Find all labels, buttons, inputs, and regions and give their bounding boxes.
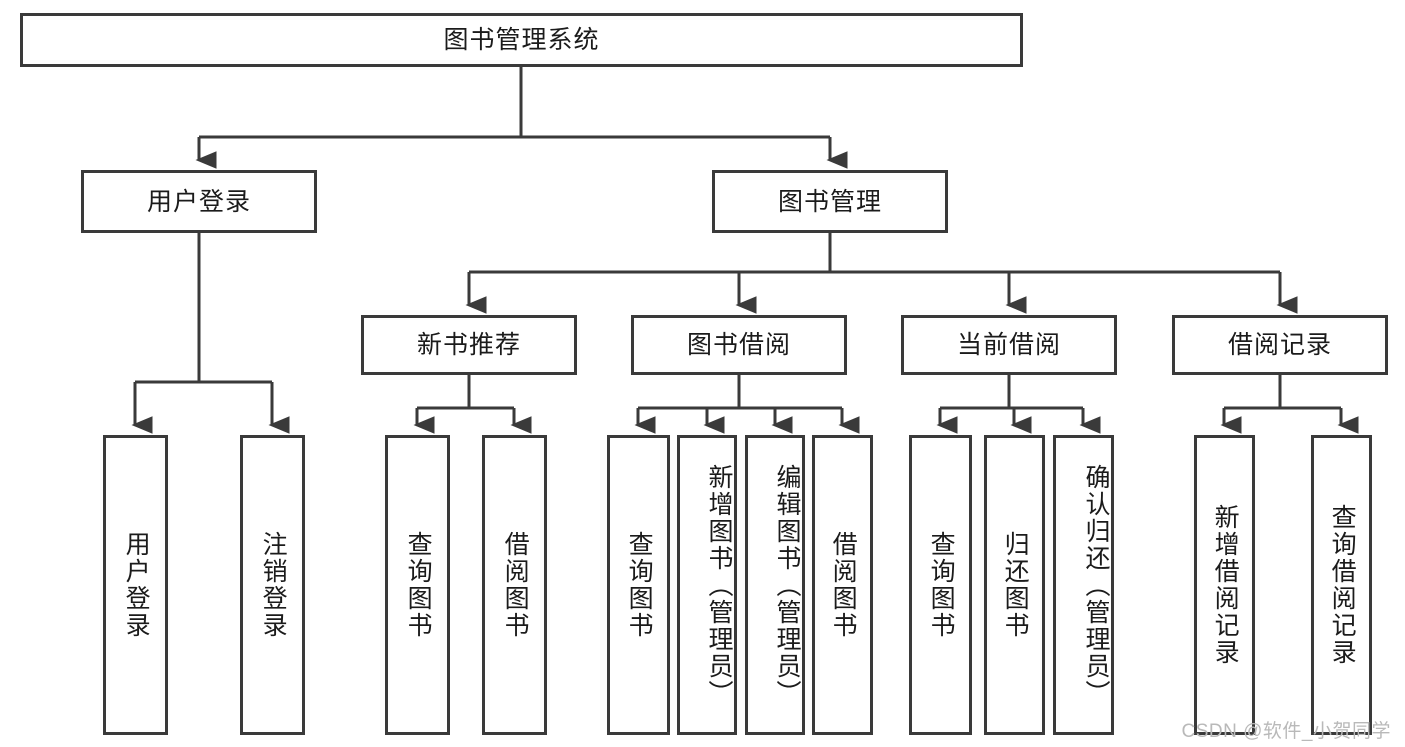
node-root-label: 图书管理系统 xyxy=(443,26,600,54)
node-current-borrow-label: 当前借阅 xyxy=(956,331,1061,359)
node-borrow-record[interactable]: 借阅记录 xyxy=(1172,315,1388,375)
leaf-edit-book-admin-label: 编辑图书（管理员） xyxy=(773,463,801,707)
leaf-user-login[interactable]: 用户登录 xyxy=(103,435,168,735)
leaf-borrow-books-1-label: 借阅图书 xyxy=(501,531,530,639)
node-book-borrow[interactable]: 图书借阅 xyxy=(631,315,847,375)
node-new-book-recommend-label: 新书推荐 xyxy=(416,331,521,359)
node-borrow-record-label: 借阅记录 xyxy=(1227,331,1332,359)
leaf-confirm-return-admin-label: 确认归还（管理员） xyxy=(1082,463,1110,707)
node-user-login-label: 用户登录 xyxy=(146,187,251,216)
leaf-borrow-books-2-label: 借阅图书 xyxy=(829,531,858,639)
node-book-management[interactable]: 图书管理 xyxy=(712,170,948,233)
leaf-query-books-3-label: 查询图书 xyxy=(927,531,956,639)
node-book-management-label: 图书管理 xyxy=(777,187,882,216)
leaf-logout-label: 注销登录 xyxy=(259,531,288,639)
leaf-query-borrow-record[interactable]: 查询借阅记录 xyxy=(1311,435,1372,735)
leaf-logout[interactable]: 注销登录 xyxy=(240,435,305,735)
node-current-borrow[interactable]: 当前借阅 xyxy=(901,315,1117,375)
leaf-add-borrow-record-label: 新增借阅记录 xyxy=(1211,504,1240,666)
leaf-query-books-2-label: 查询图书 xyxy=(625,531,654,639)
node-user-login[interactable]: 用户登录 xyxy=(81,170,317,233)
leaf-confirm-return-admin[interactable]: 确认归还（管理员） xyxy=(1053,435,1114,735)
leaf-query-books-1-label: 查询图书 xyxy=(404,531,433,639)
leaf-borrow-books-2[interactable]: 借阅图书 xyxy=(812,435,873,735)
leaf-user-login-label: 用户登录 xyxy=(122,531,151,639)
leaf-query-books-3[interactable]: 查询图书 xyxy=(909,435,972,735)
node-new-book-recommend[interactable]: 新书推荐 xyxy=(361,315,577,375)
leaf-add-borrow-record[interactable]: 新增借阅记录 xyxy=(1194,435,1255,735)
leaf-return-books[interactable]: 归还图书 xyxy=(984,435,1045,735)
leaf-query-books-1[interactable]: 查询图书 xyxy=(385,435,450,735)
leaf-edit-book-admin[interactable]: 编辑图书（管理员） xyxy=(745,435,805,735)
node-book-borrow-label: 图书借阅 xyxy=(686,331,791,359)
leaf-borrow-books-1[interactable]: 借阅图书 xyxy=(482,435,547,735)
node-root[interactable]: 图书管理系统 xyxy=(20,13,1023,67)
watermark: CSDN @软件_小贺同学 xyxy=(1181,721,1391,742)
leaf-add-book-admin[interactable]: 新增图书（管理员） xyxy=(677,435,737,735)
leaf-add-book-admin-label: 新增图书（管理员） xyxy=(705,463,733,707)
leaf-return-books-label: 归还图书 xyxy=(1001,531,1030,639)
leaf-query-borrow-record-label: 查询借阅记录 xyxy=(1328,504,1357,666)
leaf-query-books-2[interactable]: 查询图书 xyxy=(607,435,670,735)
